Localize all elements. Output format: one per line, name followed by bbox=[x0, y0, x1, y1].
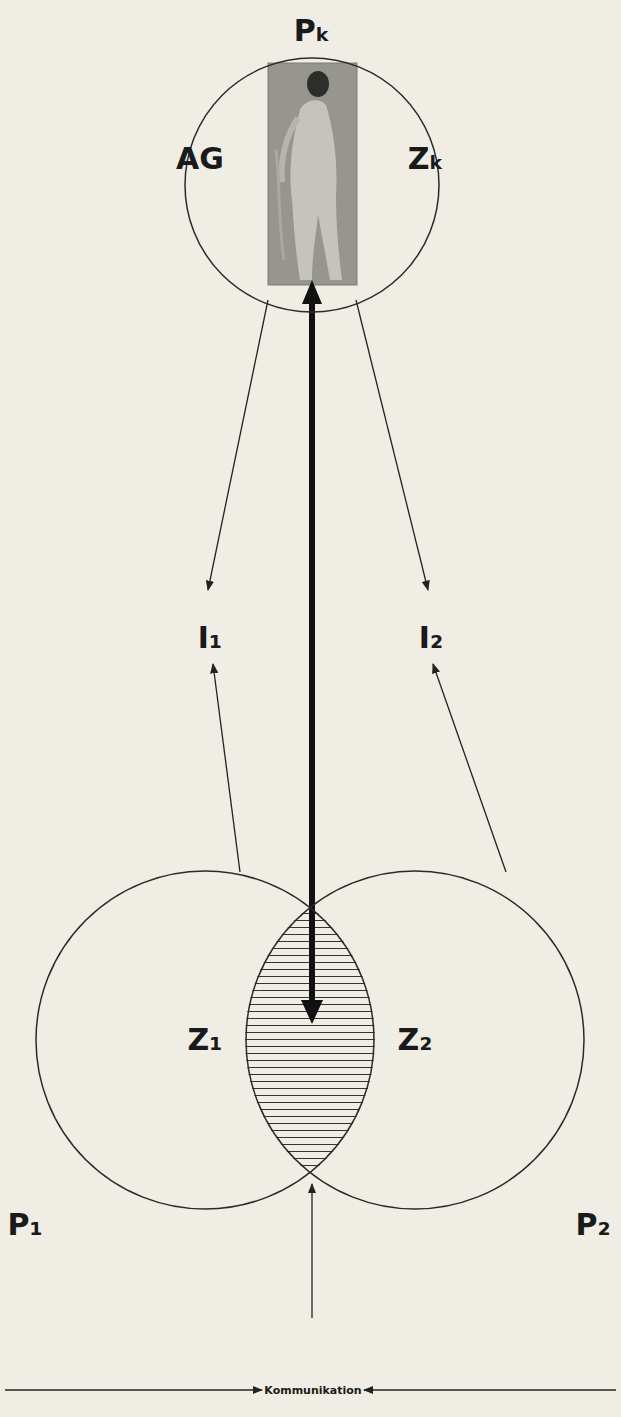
overlap-hatch bbox=[35, 870, 375, 1210]
arrow-head bbox=[302, 280, 322, 304]
node-label: Z₂ bbox=[398, 1025, 433, 1055]
person-circle: P₂Z₂ bbox=[245, 870, 585, 1210]
node-label: P₁ bbox=[7, 1210, 42, 1240]
node-label: AG bbox=[176, 144, 224, 174]
arrow-line bbox=[356, 300, 428, 590]
node-label: Z₁ bbox=[188, 1025, 223, 1055]
communication-label: Kommunikation bbox=[264, 1385, 361, 1396]
arrow-line bbox=[213, 664, 240, 872]
circle-outline bbox=[184, 57, 440, 313]
arrow-line bbox=[208, 300, 268, 590]
subscript-label: I₂ bbox=[419, 623, 443, 653]
arrow-line bbox=[433, 664, 506, 872]
node-label: Zₖ bbox=[408, 144, 444, 174]
thick-shaft bbox=[309, 300, 315, 1006]
arrow-head bbox=[301, 1000, 323, 1024]
arrow-line bbox=[311, 1184, 312, 1318]
painting-illustration bbox=[268, 63, 357, 285]
node-label: P₂ bbox=[575, 1210, 610, 1240]
node-label: Pₖ bbox=[294, 16, 331, 46]
subscript-label: I₁ bbox=[198, 623, 222, 653]
arrow-line bbox=[5, 1389, 262, 1390]
arrow-line bbox=[364, 1389, 616, 1390]
person-circle: P₁Z₁ bbox=[35, 870, 375, 1210]
person-circle: PₖAGZₖ bbox=[184, 57, 440, 313]
